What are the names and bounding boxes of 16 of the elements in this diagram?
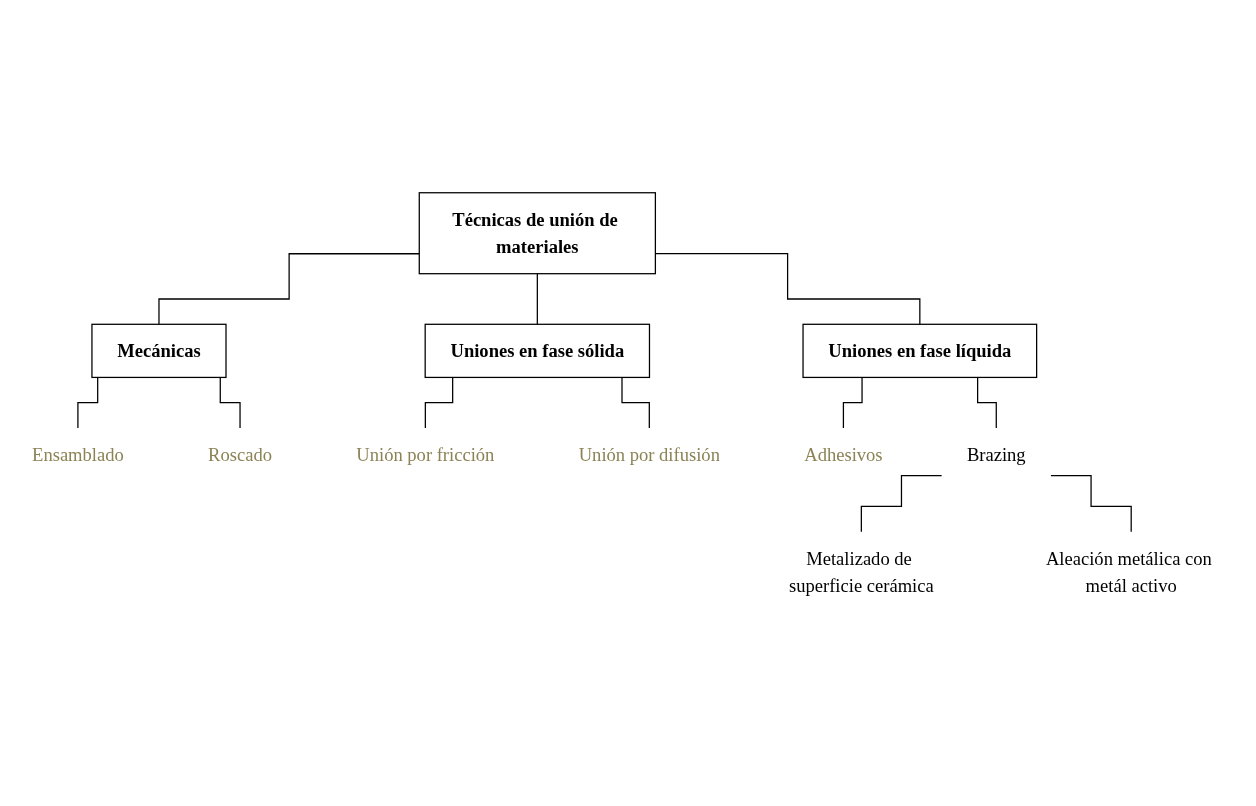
connector [158, 253, 420, 326]
node-box: Técnicas de unión de materiales [418, 192, 656, 275]
node-box: Uniones en fase líquida [802, 323, 1038, 379]
node-text: Metalizado de superficie cerámica [788, 548, 934, 597]
node-text: Aleación metálica con metál activo [1045, 548, 1212, 597]
node-text: Unión por fricción [356, 444, 495, 466]
node-box: Mecánicas [91, 323, 227, 379]
node-text: Adhesivos [804, 444, 883, 466]
connector [536, 273, 538, 326]
node-text: Roscado [208, 444, 272, 466]
node-box: Uniones en fase sólida [424, 323, 651, 379]
connector [1050, 475, 1132, 533]
node-text: Brazing [966, 444, 1026, 466]
connector [860, 475, 943, 533]
node-text: Ensamblado [32, 444, 124, 466]
node-text: Unión por difusión [578, 444, 720, 466]
